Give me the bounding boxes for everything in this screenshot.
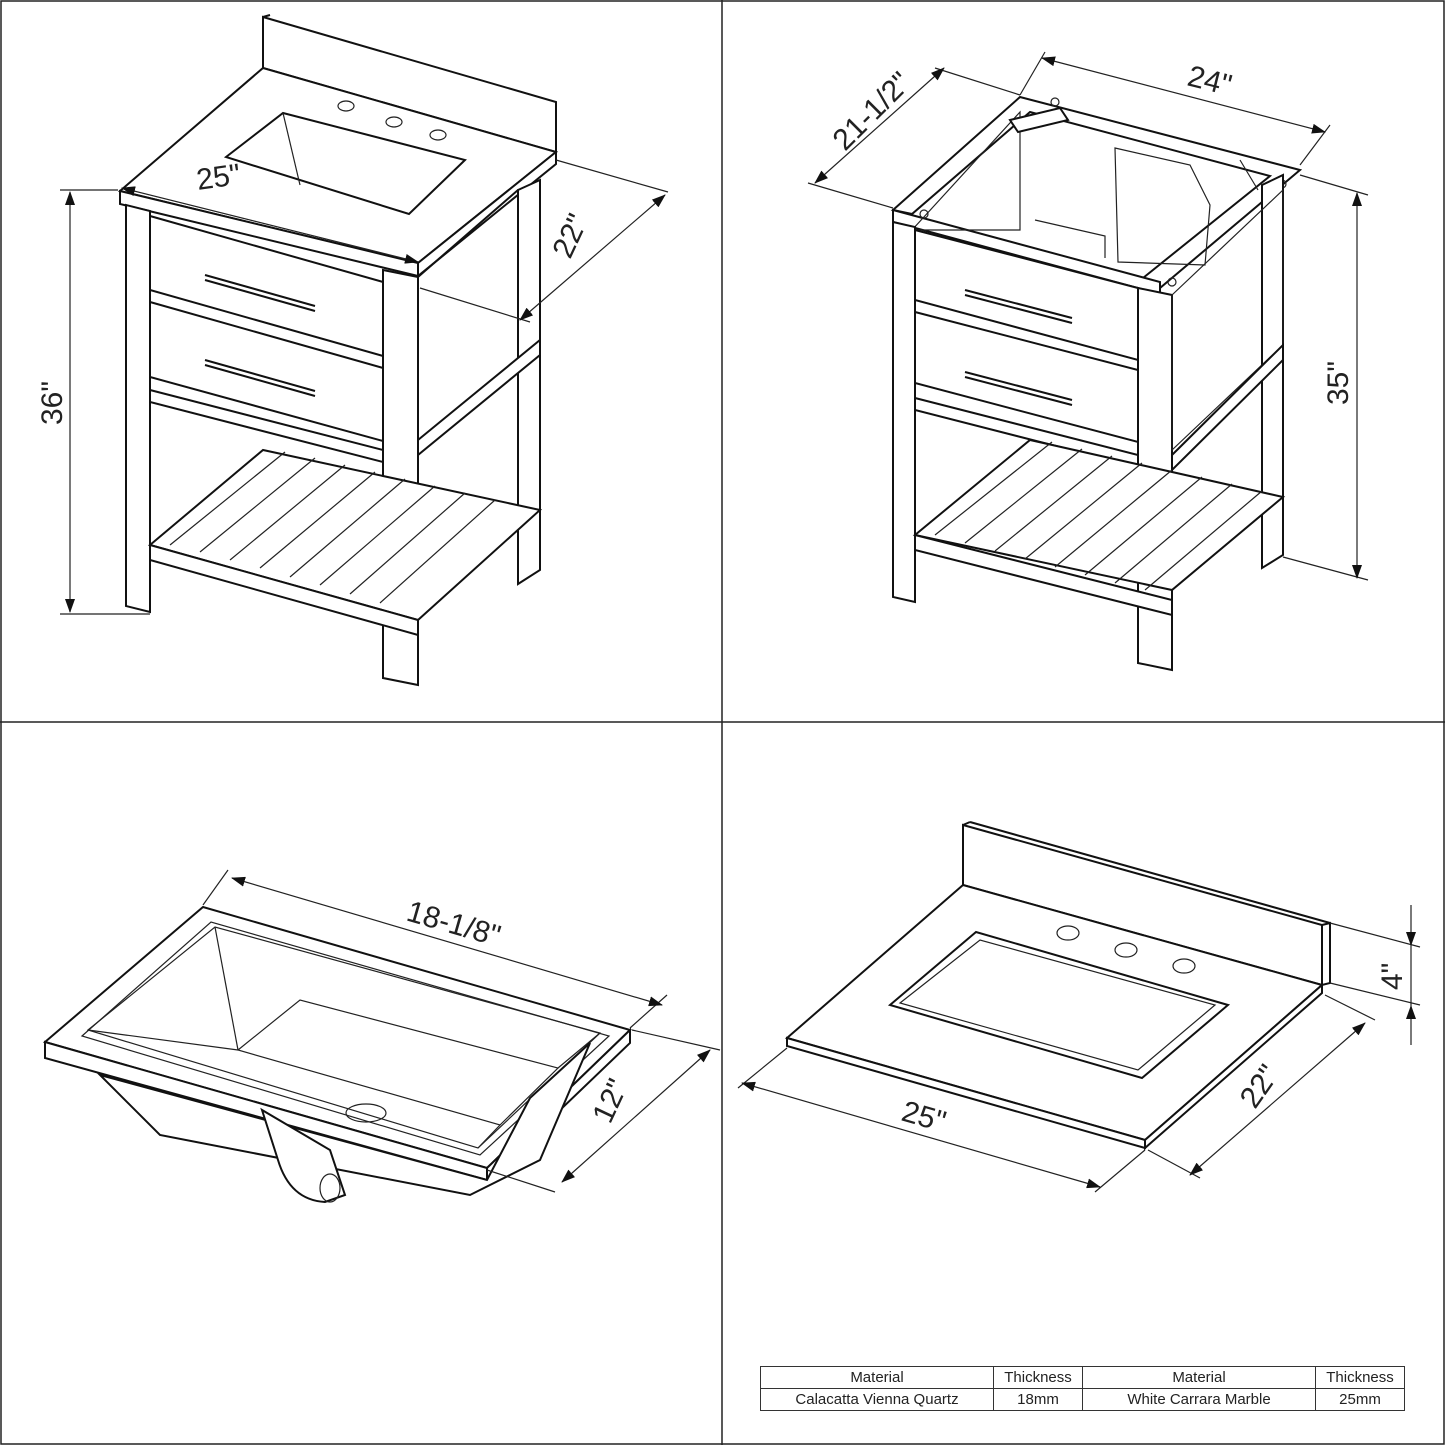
header-thickness-2: Thickness <box>1315 1366 1405 1389</box>
header-thickness-1: Thickness <box>993 1366 1083 1389</box>
header-material-1: Material <box>760 1366 994 1389</box>
cabinet-height-dimension: 35" <box>1283 175 1368 580</box>
thickness-2-value: 25mm <box>1315 1388 1405 1411</box>
sink-width-label: 12" <box>586 1074 635 1128</box>
vanity-height-label: 36" <box>36 381 69 425</box>
vanity-cabinet-view <box>893 97 1300 670</box>
cabinet-width-label: 24" <box>1184 60 1235 103</box>
material-1-value: Calacatta Vienna Quartz <box>760 1388 994 1411</box>
material-spec-table: Material Thickness Material Thickness Ca… <box>760 1366 1405 1411</box>
countertop-depth-label: 22" <box>1234 1059 1286 1114</box>
backsplash-height-label: 4" <box>1376 963 1409 990</box>
table-row: Calacatta Vienna Quartz 18mm White Carra… <box>760 1388 1405 1411</box>
header-material-2: Material <box>1082 1366 1316 1389</box>
countertop-width-label: 25" <box>898 1095 949 1139</box>
vanity-height-dimension: 36" <box>36 190 150 614</box>
backsplash-height-dimension: 4" <box>1330 905 1420 1045</box>
vanity-width-label: 25" <box>194 158 242 197</box>
vanity-assembled-view <box>120 15 556 685</box>
vanity-width-dimension: 25" <box>121 158 419 264</box>
sink-length-label: 18-1/8" <box>403 895 504 953</box>
material-2-value: White Carrara Marble <box>1082 1388 1316 1411</box>
table-header-row: Material Thickness Material Thickness <box>760 1366 1405 1389</box>
sink-bowl-view <box>45 907 630 1202</box>
thickness-1-value: 18mm <box>993 1388 1083 1411</box>
cabinet-depth-label: 21-1/2" <box>827 66 918 157</box>
cabinet-height-label: 35" <box>1322 361 1355 405</box>
vanity-depth-label: 22" <box>546 209 595 263</box>
